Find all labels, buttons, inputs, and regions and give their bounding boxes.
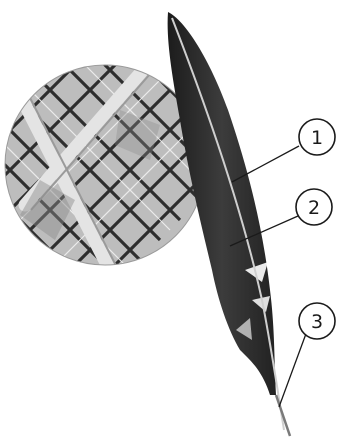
callout-2: 2 (296, 189, 332, 225)
callout-2-label: 2 (308, 197, 320, 219)
callout-3-label: 3 (311, 311, 323, 333)
callout-1: 1 (299, 119, 335, 155)
callout-3: 3 (299, 303, 335, 339)
leader-line-3 (279, 331, 307, 407)
callout-1-label: 1 (311, 127, 323, 149)
